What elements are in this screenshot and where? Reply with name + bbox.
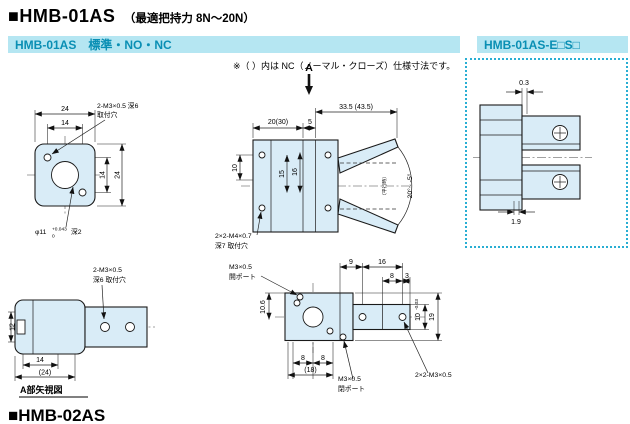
dim-total-length: 33.5 (43.5) [339, 104, 373, 111]
bottom-view-drawing: 9 16 8 3 M3×0.5 開ポート 10.6 10 -0.03 19 8 … [229, 259, 452, 393]
bottom-feature-lines [339, 293, 383, 341]
view-a-letter: A [305, 62, 313, 74]
detail-upper-jaw [521, 115, 581, 151]
dim-16: 16 [292, 168, 299, 176]
dim-18-paren: (18) [304, 367, 316, 374]
a-view-hole-1 [100, 322, 110, 332]
section-header-left-label: HMB-01AS 標準・NO・NC [15, 38, 172, 52]
body-feature-lines [270, 140, 316, 232]
a-view-caption: A部矢視図 [20, 384, 63, 395]
detail-lower-jaw [521, 164, 581, 200]
dim-10-right: 10 [415, 313, 422, 321]
side-hole-callout-line2: 深7 取付穴 [215, 241, 248, 250]
variant-detail-box [465, 58, 628, 248]
section-header-right-label: HMB-01AS-E□S□ [484, 37, 580, 52]
a-view-drawing: 2-M3×0.5 深6 取付穴 12 14 (24) A部矢視図 [8, 267, 155, 398]
side-dimension-lines [237, 109, 398, 236]
side-hole-callout-line1: 2×2-M4×0.7 [215, 233, 252, 240]
dim-width-14: 14 [61, 120, 69, 127]
side-mount-holes [258, 151, 332, 212]
nc-dimension-note: ※（ ）内は NC（ノーマル・クローズ）仕様寸法です。 [233, 61, 456, 71]
dim-1-9: 1.9 [511, 219, 521, 226]
dim-body-20-30: 20(30) [268, 119, 288, 126]
dim-24-paren: (24) [39, 370, 51, 377]
dim-height-24: 24 [115, 171, 122, 179]
dim-height-14: 14 [100, 171, 107, 179]
detail-screws [552, 125, 568, 190]
dim-8-bottom-2: 8 [321, 355, 325, 362]
bore-callout: φ11 [35, 229, 47, 236]
jaw-angle-label: 20°~ -5° [406, 173, 414, 198]
a-view-hole-2 [125, 322, 135, 332]
lower-jaw [337, 198, 399, 234]
open-port-callout-line2: 開ポート [229, 273, 256, 281]
dim-width-24: 24 [61, 106, 69, 113]
jaw-parallel-position-lines [340, 162, 396, 210]
title-marker: ■ [8, 6, 20, 26]
a-view-hole-callout-line2: 深6 取付穴 [93, 275, 126, 284]
bottom-dimension-lines [260, 264, 441, 380]
dim-14-bottom: 14 [36, 357, 44, 364]
dim-10: 10 [232, 164, 239, 172]
a-view-hole-callout-line1: 2-M3×0.5 [93, 267, 122, 274]
front-hole-callout-line1: 2-M3×0.5 深6 [97, 101, 139, 110]
section-header-right: HMB-01AS-E□S□ [477, 36, 628, 53]
mount-hole-1 [43, 153, 52, 162]
dim-12: 12 [10, 323, 17, 331]
side-view-drawing: A [215, 62, 414, 250]
dim-8-bottom-1: 8 [301, 355, 305, 362]
dim-8-top: 8 [390, 273, 394, 280]
dim-3: 3 [405, 273, 409, 280]
front-hole-callout-line2: 取付穴 [97, 110, 118, 119]
detail-dimension-lines [498, 89, 543, 215]
view-a-arrow-icon [305, 74, 313, 95]
bore-tolerance-lower: 0 [52, 234, 55, 240]
bottom-holes [293, 293, 407, 341]
dim-10-6: 10.6 [260, 300, 267, 314]
bottom-center-bore [302, 306, 324, 328]
variant-detail-drawing: 0.3 1.9 [473, 80, 592, 226]
mount-hole-2 [78, 188, 87, 197]
dim-5: 5 [308, 119, 312, 126]
dim-15: 15 [279, 170, 286, 178]
a-view-left-detail [16, 319, 26, 335]
open-port-callout-line1: M3×0.5 [229, 264, 252, 271]
bore-depth: 深2 [71, 227, 82, 236]
front-dimension-lines [34, 111, 125, 228]
parallel-position-label: （平行時） [381, 174, 388, 198]
detail-body [479, 104, 523, 211]
jaw-angle-arc [397, 146, 413, 226]
a-view-plate [84, 306, 148, 348]
a-view-dimension-lines [8, 284, 107, 380]
close-port-callout-line1: M3×0.5 [338, 376, 361, 383]
a-view-body [14, 299, 86, 355]
upper-jaw [337, 138, 399, 174]
detail-jaw-plate-lines [522, 143, 580, 172]
dim-19: 19 [429, 313, 436, 321]
title-text: HMB-01AS [19, 6, 116, 26]
center-bore [51, 161, 79, 189]
section-header-left: HMB-01AS 標準・NO・NC [8, 36, 460, 53]
front-view-drawing: 24 14 14 24 2-M3×0.5 深6 取付穴 φ11 +0.043 0… [27, 101, 139, 240]
dim-0-3: 0.3 [519, 80, 529, 87]
bore-tolerance-upper: +0.043 [52, 227, 67, 233]
screws-callout: 2×2-M3×0.5 [415, 372, 452, 379]
detail-body-lines [480, 119, 522, 196]
title-grip-force-note: （最適把持力 8N～20N） [123, 13, 255, 25]
dim-16-top: 16 [378, 259, 386, 266]
page-title: ■HMB-01AS （最適把持力 8N～20N） [8, 6, 255, 27]
close-port-callout-line2: 閉ポート [338, 385, 365, 393]
next-section-title: ■HMB-02AS [8, 406, 106, 424]
dim-10-tolerance: -0.03 [414, 299, 420, 310]
dim-10-tolerance-group: 10 -0.03 [414, 299, 422, 321]
gripper-body-side [252, 139, 339, 233]
dim-9: 9 [349, 259, 353, 266]
